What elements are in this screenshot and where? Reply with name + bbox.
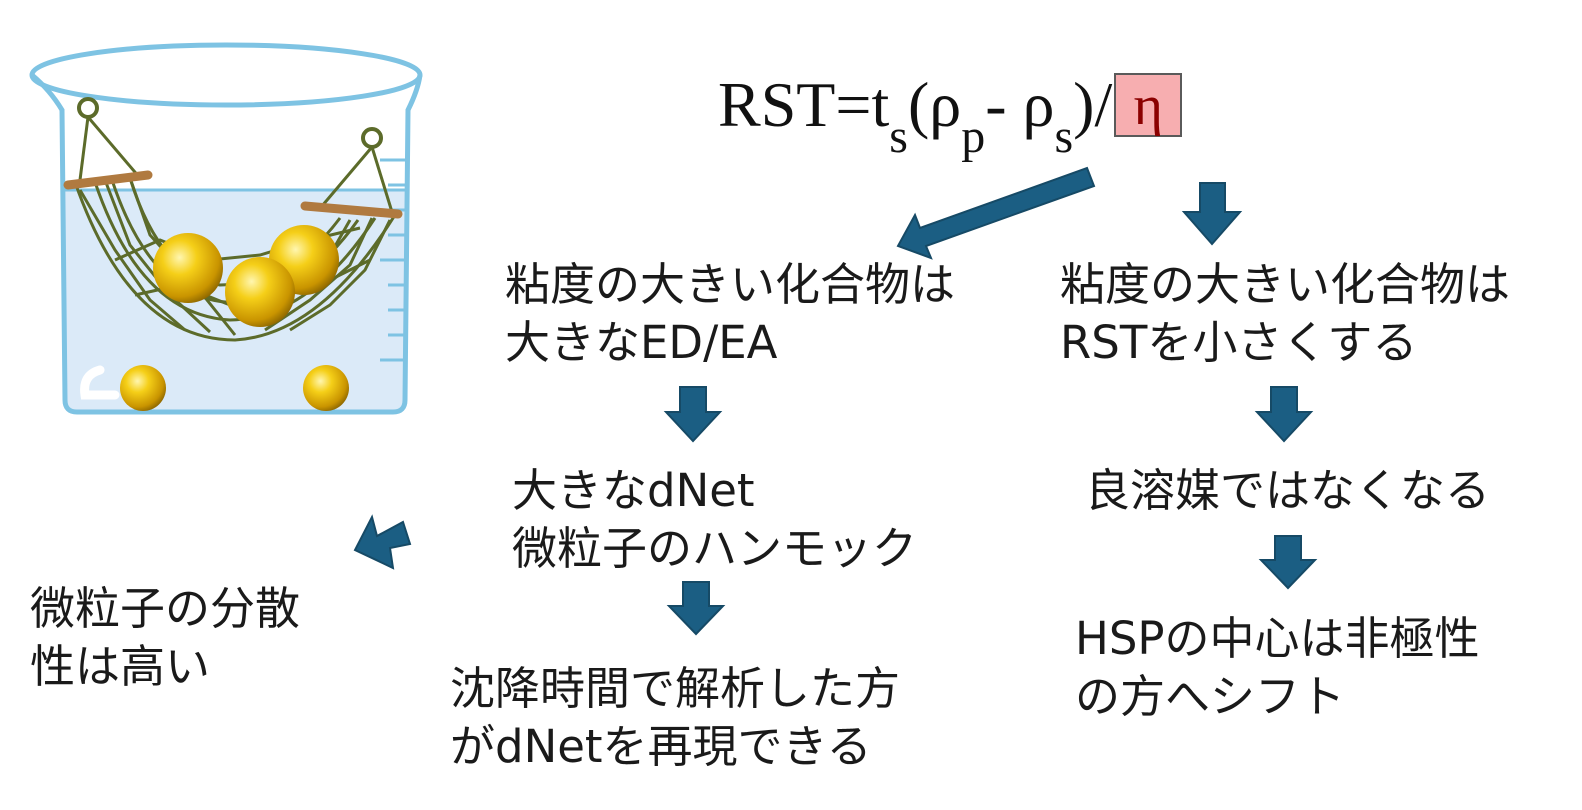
- beaker-hammock-illustration: [29, 42, 423, 415]
- glass-highlight-icon: [80, 365, 120, 400]
- middle-line1: 大きなdNet: [512, 464, 755, 517]
- arrow-down-icon: [666, 581, 726, 636]
- sedimentation-text: 沈降時間で解析した方 がdNetを再現できる: [450, 660, 900, 776]
- left-branch-line1: 粘度の大きい化合物は: [505, 258, 956, 311]
- sphere-icon: [120, 365, 166, 411]
- sphere-icon: [303, 365, 349, 411]
- dispersion-text: 微粒子の分散 性は高い: [30, 580, 300, 696]
- arrow-down-left-icon: [896, 166, 1096, 260]
- sedimentation-line2: がdNetを再現できる: [450, 720, 872, 773]
- hsp-line1: HSPの中心は非極性: [1075, 612, 1480, 665]
- beaker-rim: [29, 42, 423, 108]
- hsp-line2: の方へシフト: [1075, 670, 1346, 723]
- formula-prefix: RST=t: [718, 69, 890, 140]
- formula-suffix: )/: [1073, 69, 1113, 140]
- left-branch-line2: 大きなED/EA: [505, 316, 778, 369]
- arrow-down-icon: [1254, 386, 1314, 443]
- right-branch-text: 粘度の大きい化合物は RSTを小さくする: [1060, 256, 1510, 372]
- eta-highlight: η: [1114, 73, 1183, 137]
- formula-rho-p: (ρ: [907, 69, 962, 140]
- sphere-icon: [153, 233, 223, 303]
- graduation-marks: [380, 158, 405, 362]
- solvent-text: 良溶媒ではなくなる: [1085, 462, 1490, 520]
- right-branch-line1: 粘度の大きい化合物は: [1060, 258, 1511, 311]
- right-branch-line2: RSTを小さくする: [1060, 316, 1418, 369]
- arrow-down-icon: [663, 386, 723, 443]
- dispersion-line2: 性は高い: [30, 640, 211, 693]
- middle-line2: 微粒子のハンモック: [512, 522, 918, 575]
- dispersion-line1: 微粒子の分散: [30, 582, 301, 635]
- arrow-down-icon: [1181, 182, 1243, 246]
- left-branch-text: 粘度の大きい化合物は 大きなED/EA: [505, 256, 955, 372]
- hsp-text: HSPの中心は非極性 の方へシフト: [1075, 610, 1480, 726]
- arrow-left-down-icon: [353, 514, 412, 570]
- hammock-bar-right: [300, 201, 403, 219]
- sphere-icon: [225, 257, 295, 327]
- sedimentation-line1: 沈降時間で解析した方: [450, 662, 901, 715]
- solvent-line1: 良溶媒ではなくなる: [1085, 464, 1491, 517]
- formula-rho-s: - ρ: [985, 69, 1055, 140]
- arrow-down-icon: [1258, 535, 1318, 590]
- hammock-bar-left: [63, 170, 153, 190]
- beaker-body: [30, 73, 423, 415]
- middle-text: 大きなdNet 微粒子のハンモック: [512, 462, 917, 578]
